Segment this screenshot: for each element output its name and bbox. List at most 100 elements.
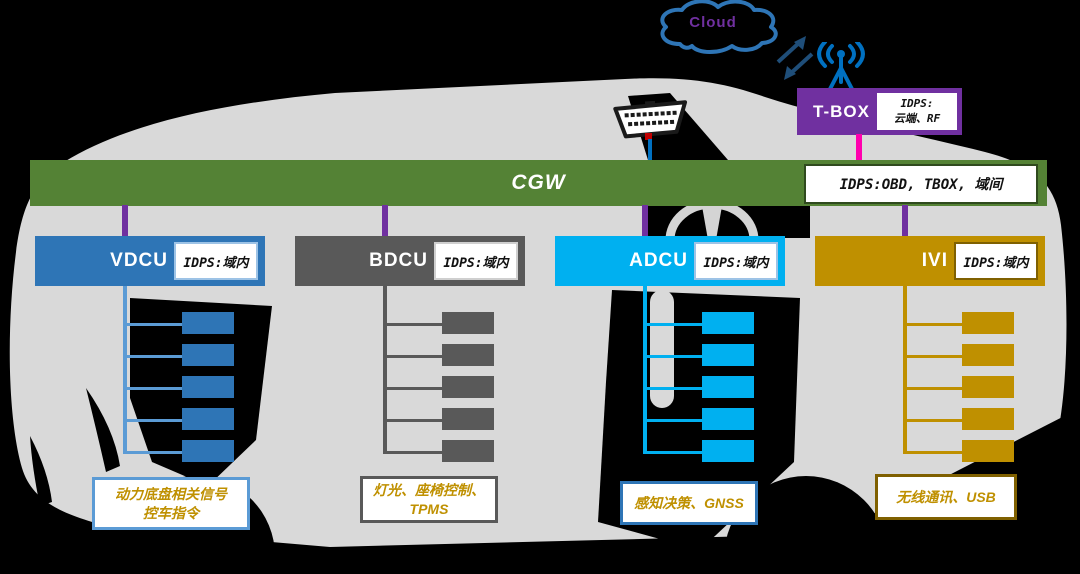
- ecu-branch-line: [645, 355, 702, 358]
- antenna-icon: [817, 42, 865, 90]
- domain-idps-badge: IDPS:域内: [954, 242, 1038, 280]
- seat-headrest: [650, 290, 674, 408]
- ecu-node: [702, 408, 754, 430]
- ecu-node: [962, 312, 1014, 334]
- obd-connector-icon: [613, 100, 688, 139]
- domain-idps-label: IDPS:域内: [183, 255, 249, 271]
- ecu-node: [182, 440, 234, 462]
- ecu-branch-line: [905, 323, 962, 326]
- ecu-node: [702, 376, 754, 398]
- front-vent-slash: [30, 436, 52, 506]
- domain-name: IVI: [921, 250, 948, 271]
- domain-signal-label: 动力底盘相关信号控车指令: [92, 477, 250, 530]
- ecu-branch-line: [385, 387, 442, 390]
- ecu-node: [962, 344, 1014, 366]
- signal-label-line: 感知决策、GNSS: [634, 494, 744, 511]
- domain-signal-label: 无线通讯、USB: [875, 474, 1017, 520]
- ecu-node: [442, 440, 494, 462]
- domain-controller-box: ADCU IDPS:域内: [555, 236, 785, 286]
- ecu-branch-line: [125, 451, 182, 454]
- signal-label-line: 动力底盘相关信号: [115, 485, 227, 502]
- obd-port-dot: [645, 133, 652, 140]
- signal-label-line: 无线通讯、USB: [896, 488, 996, 505]
- ecu-tree: [35, 205, 265, 540]
- domain-idps-badge: IDPS:域内: [694, 242, 778, 280]
- domain-idps-badge: IDPS:域内: [434, 242, 518, 280]
- domain-column-ivi: IVI IDPS:域内 无线通讯、USB: [815, 205, 1045, 540]
- ecu-node: [962, 440, 1014, 462]
- ecu-node: [182, 312, 234, 334]
- ecu-node: [702, 312, 754, 334]
- domain-column-adcu: ADCU IDPS:域内 感知决策、GNSS: [555, 205, 785, 540]
- cgw-idps-badge: IDPS:OBD, TBOX, 域间: [804, 164, 1038, 204]
- signal-label-line: 控车指令: [143, 504, 199, 521]
- domain-idps-label: IDPS:域内: [443, 255, 509, 271]
- tbox-idps-line: 云端、RF: [893, 111, 941, 125]
- domain-name: VDCU: [110, 250, 168, 271]
- ecu-node: [702, 440, 754, 462]
- domain-name: BDCU: [369, 250, 428, 271]
- ecu-branch-line: [645, 419, 702, 422]
- signal-label-line: TPMS: [409, 500, 449, 517]
- front-vent-slash: [86, 388, 120, 472]
- ecu-branch-line: [645, 323, 702, 326]
- ecu-branch-line: [645, 387, 702, 390]
- ecu-branch-line: [385, 419, 442, 422]
- obd-cgw-link: [648, 139, 652, 161]
- domain-name: ADCU: [629, 250, 688, 271]
- ecu-bus-line: [383, 286, 387, 454]
- cloud-label: Cloud: [689, 14, 737, 31]
- domain-controller-box: IVI IDPS:域内: [815, 236, 1045, 286]
- ecu-branch-line: [645, 451, 702, 454]
- cgw-domain-link: [642, 205, 648, 236]
- sync-arrows-icon: [776, 36, 814, 80]
- tbox-node: T-BOX IDPS: 云端、RF: [797, 88, 962, 135]
- ecu-branch-line: [125, 355, 182, 358]
- tbox-cgw-link: [856, 134, 862, 161]
- tbox-idps-line: IDPS:: [900, 97, 934, 111]
- ecu-tree: [555, 205, 785, 540]
- domain-signal-label: 灯光、座椅控制、 TPMS: [360, 476, 498, 523]
- domain-column-vdcu: VDCU IDPS:域内 动力底盘相关信号控车指令: [35, 205, 265, 540]
- ecu-node: [962, 376, 1014, 398]
- ecu-branch-line: [125, 387, 182, 390]
- rear-wheel: [724, 476, 888, 574]
- domain-controller-box: VDCU IDPS:域内: [35, 236, 265, 286]
- ecu-node: [182, 408, 234, 430]
- ecu-tree: [815, 205, 1045, 540]
- signal-label-line: 灯光、座椅控制、: [373, 481, 485, 498]
- domain-signal-label: 感知决策、GNSS: [620, 481, 758, 525]
- domain-idps-label: IDPS:域内: [963, 255, 1029, 271]
- ecu-bus-line: [643, 286, 647, 454]
- ecu-branch-line: [905, 419, 962, 422]
- domain-idps-label: IDPS:域内: [703, 255, 769, 271]
- cgw-idps-label: IDPS:OBD, TBOX, 域间: [839, 177, 1003, 193]
- tbox-idps-badge: IDPS: 云端、RF: [877, 93, 957, 130]
- ecu-node: [442, 344, 494, 366]
- domain-column-bdcu: BDCU IDPS:域内 灯光、座椅控制、 TPMS: [295, 205, 525, 540]
- ecu-branch-line: [125, 323, 182, 326]
- ecu-branch-line: [905, 387, 962, 390]
- tbox-label: T-BOX: [813, 101, 870, 121]
- ecu-node: [702, 344, 754, 366]
- cloud-icon: Cloud: [652, 0, 797, 56]
- ecu-bus-line: [123, 286, 127, 454]
- ecu-node: [442, 312, 494, 334]
- domain-controller-box: BDCU IDPS:域内: [295, 236, 525, 286]
- cgw-domain-link: [902, 205, 908, 236]
- ecu-branch-line: [905, 355, 962, 358]
- cgw-label: CGW: [511, 171, 566, 194]
- ecu-branch-line: [905, 451, 962, 454]
- ecu-branch-line: [385, 323, 442, 326]
- cgw-bus-bar: CGW IDPS:OBD, TBOX, 域间: [30, 160, 1047, 206]
- ecu-node: [182, 376, 234, 398]
- ecu-node: [182, 344, 234, 366]
- ecu-node: [962, 408, 1014, 430]
- cgw-domain-link: [122, 205, 128, 236]
- ecu-node: [442, 376, 494, 398]
- domain-idps-badge: IDPS:域内: [174, 242, 258, 280]
- ecu-branch-line: [385, 355, 442, 358]
- steering-wheel-spoke: [702, 206, 722, 240]
- ecu-branch-line: [125, 419, 182, 422]
